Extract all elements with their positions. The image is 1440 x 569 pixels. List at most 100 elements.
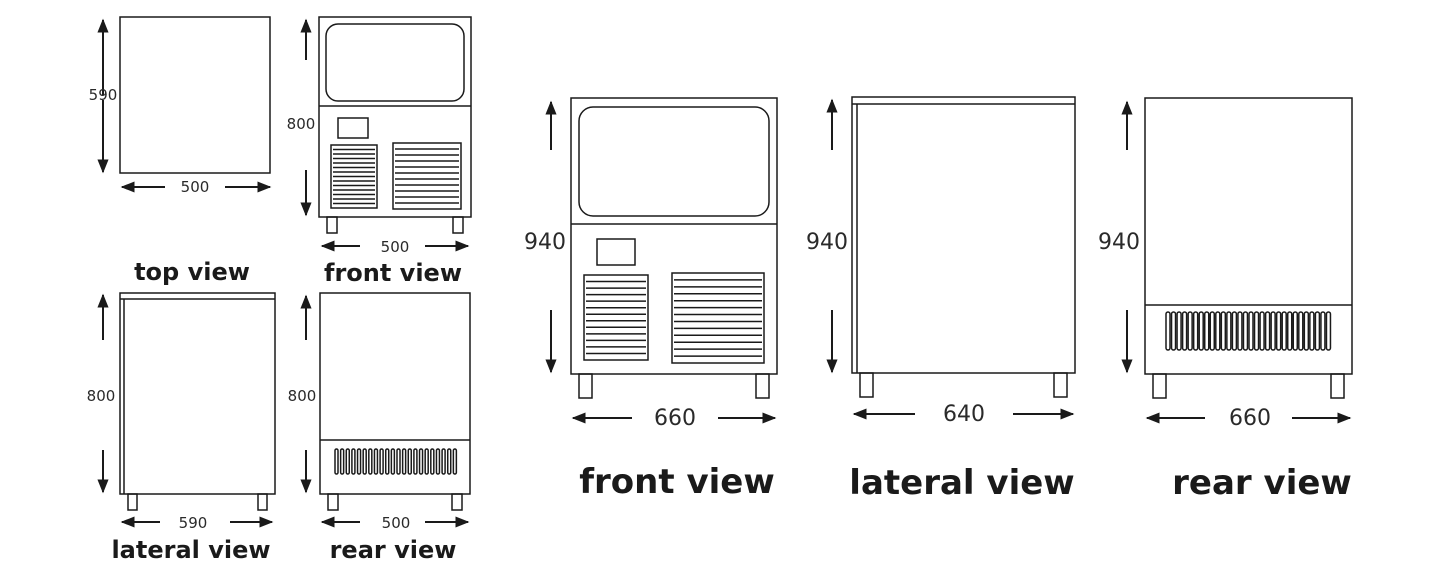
lateral-view-large-width-label: 640: [943, 402, 985, 427]
rear-view-small-louver-slot: [351, 448, 356, 475]
rear-view-large-louver-slot: [1181, 311, 1188, 351]
rear-view-large-louver-slot: [1192, 311, 1199, 351]
rear-view-large-louver-slot: [1264, 311, 1271, 351]
rear-view-small-height-label: 800: [288, 387, 317, 405]
lateral-view-small-width-label: 590: [179, 514, 208, 532]
rear-view-large-louver-slot: [1298, 311, 1304, 351]
front-view-small-title: front view: [324, 259, 462, 287]
rear-view-large-louver-slot: [1320, 311, 1326, 351]
rear-view-large-title: rear view: [1172, 463, 1352, 503]
rear-view-large-louver-slot: [1220, 311, 1227, 351]
lateral-view-small-height-label: 800: [87, 387, 116, 405]
front-view-small-leg-right: [452, 216, 464, 234]
rear-view-large-width-label: 660: [1229, 406, 1271, 431]
top-view-outline: [119, 16, 271, 174]
rear-view-large-louver-slot: [1226, 311, 1232, 351]
rear-view-large-height-label: 940: [1098, 230, 1140, 255]
rear-view-small-louver-slot: [401, 448, 407, 475]
top-view-title: top view: [134, 258, 250, 286]
rear-view-large-louver-slot: [1325, 311, 1332, 351]
rear-view-large-louver-slot: [1165, 311, 1171, 351]
rear-view-small-outline: [319, 292, 471, 495]
rear-view-large-louver-slot: [1187, 311, 1193, 351]
front-view-small-vent-frame: [330, 144, 378, 209]
rear-view-small-louver-slot: [362, 448, 367, 475]
front-view-large-grille-frame: [671, 272, 765, 364]
lateral-view-large-height-label: 940: [806, 230, 848, 255]
front-view-large-vent-frame: [583, 274, 649, 361]
rear-view-large-louver-slot: [1314, 311, 1321, 351]
rear-view-small-louver-slot: [339, 448, 345, 475]
rear-view-small-louver-slot: [424, 448, 429, 475]
front-view-small-window: [325, 23, 465, 102]
front-view-small-panel: [337, 117, 369, 139]
rear-view-small-louver-slot: [334, 448, 339, 475]
rear-view-large-louver-slot: [1275, 311, 1282, 351]
front-view-large-window: [578, 106, 770, 217]
front-view-small-grille-frame: [392, 142, 462, 210]
front-view-small-width-label: 500: [381, 238, 410, 256]
rear-view-small-louver-slot: [384, 448, 390, 475]
rear-view-large-louver-slot: [1259, 311, 1265, 351]
rear-view-small-louver-slot: [396, 448, 401, 475]
rear-view-small-louver-slot: [435, 448, 441, 475]
front-view-small-height-label: 800: [287, 115, 316, 133]
rear-view-small-louver-slot: [407, 448, 413, 475]
rear-view-large-louver-slot: [1286, 311, 1293, 351]
front-view-large-leg-right: [755, 373, 770, 399]
rear-view-small-louver-slot: [356, 448, 362, 475]
rear-view-large-louver-slot: [1231, 311, 1238, 351]
rear-view-large-leg-left: [1152, 373, 1167, 399]
front-view-large-leg-left: [578, 373, 593, 399]
rear-view-large-louver-slot: [1248, 311, 1254, 351]
rear-view-small-width-label: 500: [382, 514, 411, 532]
rear-view-small-louver-slot: [452, 448, 458, 475]
rear-view-large-leg-right: [1330, 373, 1345, 399]
rear-view-large-louver-slot: [1253, 311, 1260, 351]
rear-view-small-louver-slot: [379, 448, 384, 475]
rear-view-large-louver-slot: [1198, 311, 1204, 351]
rear-view-small-louver-slot: [413, 448, 418, 475]
rear-view-large-louver-slot: [1309, 311, 1315, 351]
front-view-small-outline: [318, 16, 472, 218]
front-view-large-height-label: 940: [524, 230, 566, 255]
lateral-view-small-leg-left: [127, 493, 138, 511]
front-view-large-title: front view: [579, 462, 775, 502]
front-view-large-width-label: 660: [654, 406, 696, 431]
rear-view-small-louver-slot: [373, 448, 379, 475]
rear-view-small-louver-slot: [446, 448, 452, 475]
lateral-view-large-outline: [851, 96, 1076, 374]
front-view-large-panel: [596, 238, 636, 266]
rear-view-small-louver-slot: [418, 448, 424, 475]
lateral-view-large-leg-right: [1053, 372, 1068, 398]
rear-view-small-louver-slot: [345, 448, 351, 475]
rear-view-large-louver-slot: [1242, 311, 1249, 351]
rear-view-large-louver-slot: [1303, 311, 1310, 351]
rear-view-small-louver-slot: [390, 448, 396, 475]
lateral-view-small-title: lateral view: [111, 536, 270, 564]
rear-view-small-leg-left: [327, 493, 339, 511]
front-view-large-outline: [570, 97, 778, 375]
rear-view-large-louver-slot: [1237, 311, 1243, 351]
top-view-width-label: 500: [181, 178, 210, 196]
rear-view-small-louver-slot: [430, 448, 435, 475]
lateral-view-small-outline: [119, 292, 276, 495]
lateral-view-large-title: lateral view: [849, 463, 1074, 503]
rear-view-large-louver-slot: [1281, 311, 1287, 351]
lateral-view-small-leg-right: [257, 493, 268, 511]
rear-view-large-louver-slot: [1176, 311, 1182, 351]
front-view-small-leg-left: [326, 216, 338, 234]
rear-view-large-louver-slot: [1203, 311, 1210, 351]
rear-view-large-louver-slot: [1270, 311, 1276, 351]
top-view-height-label: 590: [89, 86, 118, 104]
rear-view-large-louver-slot: [1215, 311, 1221, 351]
rear-view-large-outline: [1144, 97, 1353, 375]
rear-view-small-louver-slot: [368, 448, 373, 475]
lateral-view-large-leg-left: [859, 372, 874, 398]
rear-view-large-louver-slot: [1209, 311, 1216, 351]
rear-view-small-leg-right: [451, 493, 463, 511]
rear-view-large-louver-slot: [1170, 311, 1177, 351]
rear-view-small-louver-slot: [441, 448, 446, 475]
rear-view-large-louver-slot: [1292, 311, 1299, 351]
